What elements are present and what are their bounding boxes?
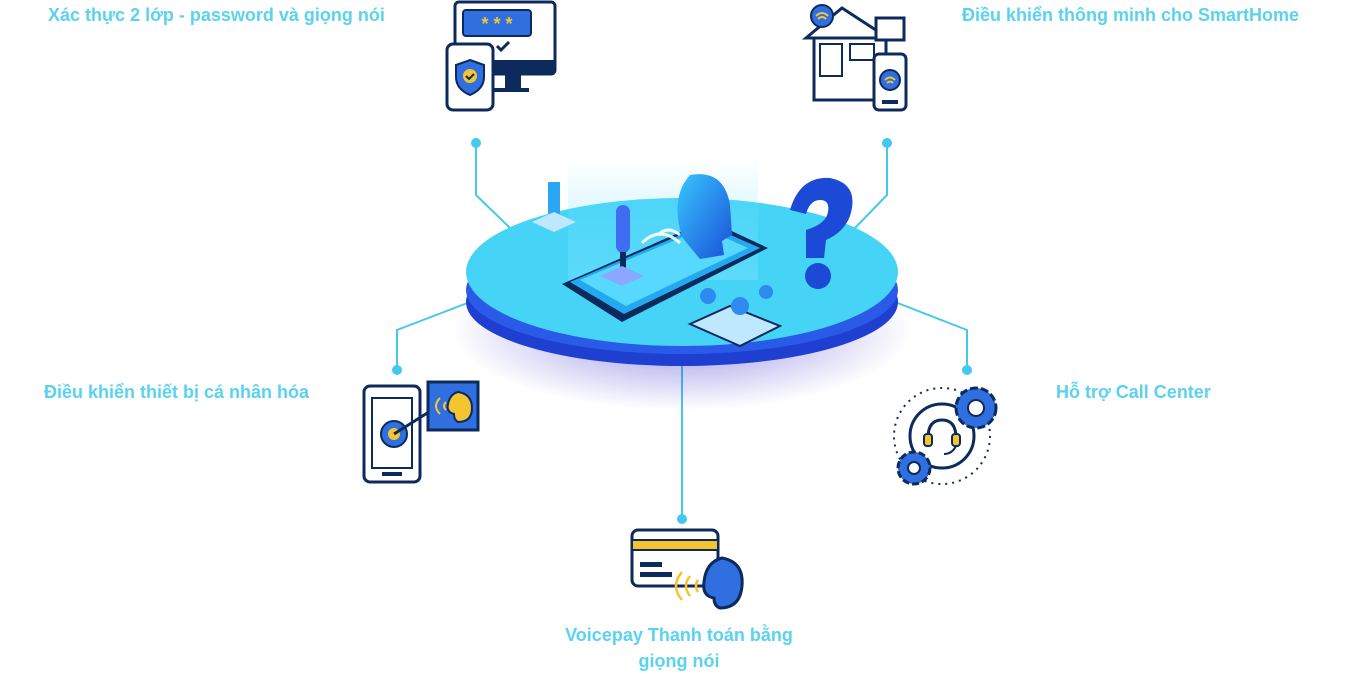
connector-auth: [475, 143, 511, 229]
connector-personal: [396, 301, 471, 370]
gear-icon-small: [896, 450, 932, 486]
connector-dot-auth: [471, 138, 481, 148]
connector-callcenter: [894, 301, 968, 370]
voicepay-icon: [630, 528, 744, 610]
connector-dot-voicepay: [677, 514, 687, 524]
feature-label-smarthome: Điều khiển thông minh cho SmartHome: [962, 5, 1300, 25]
gear-icon-large: [954, 386, 998, 430]
svg-text:* * *: * * *: [481, 14, 512, 34]
connector-smarthome: [854, 143, 888, 229]
connector-dot-smarthome: [882, 138, 892, 148]
connector-dot-personal: [392, 365, 402, 375]
personal-device-icon: [362, 380, 480, 484]
central-question-mark: [790, 177, 853, 258]
connector-dot-callcenter: [962, 365, 972, 375]
smarthome-icon: [801, 4, 908, 112]
feature-label-voicepay: Voicepay Thanh toán bằng giọng nói: [540, 622, 818, 674]
central-microphone: [616, 205, 630, 253]
central-head: [677, 174, 732, 259]
callcenter-icon: [893, 386, 998, 486]
feature-label-callcenter: Hỗ trợ Call Center: [1056, 382, 1211, 402]
auth-icon: * * *: [445, 0, 557, 112]
feature-label-auth: Xác thực 2 lớp - password và giọng nói: [48, 5, 385, 25]
voicepay-label-line2: giọng nói: [638, 651, 720, 671]
feature-label-personal: Điều khiển thiết bị cá nhân hóa: [44, 382, 310, 402]
voicepay-label-line1: Voicepay Thanh toán bằng: [565, 625, 793, 645]
